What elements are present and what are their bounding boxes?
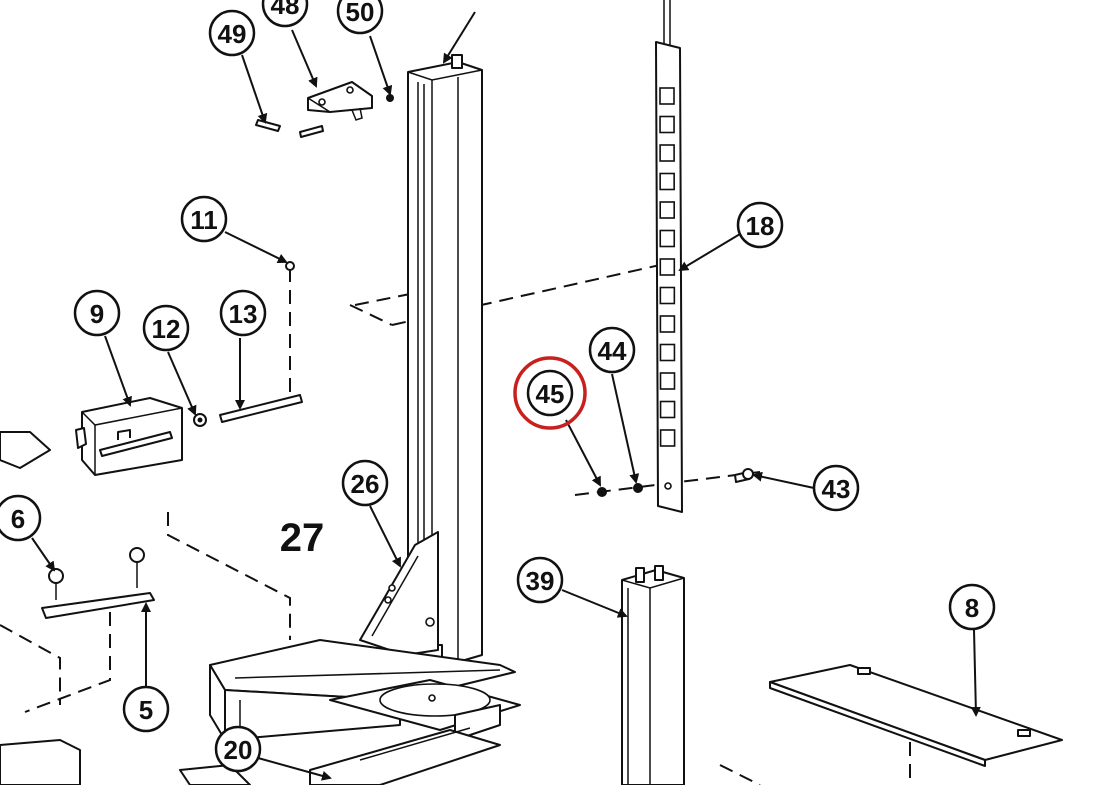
- callout-number: 18: [746, 211, 775, 241]
- strip-slot: [659, 172, 675, 191]
- callout-49: 49: [208, 9, 256, 57]
- callout-circle: [208, 9, 256, 57]
- fasteners: [597, 468, 754, 497]
- callout-circle: [73, 289, 121, 337]
- strip-slot: [659, 400, 676, 419]
- slotted-strip: [655, 0, 683, 513]
- callout-number: 8: [965, 593, 979, 623]
- callout-43: 43: [812, 464, 860, 512]
- callout-circle: [812, 464, 860, 512]
- callout-circle: [214, 725, 262, 773]
- strip-slot: [659, 372, 676, 390]
- strip-slot: [659, 343, 676, 362]
- callout-number: 13: [229, 299, 258, 329]
- callout-50: 50: [336, 0, 384, 35]
- callout-circle: [516, 556, 564, 604]
- callout-circle: [588, 326, 636, 374]
- callout-number: 43: [822, 474, 851, 504]
- callout-39: 39: [516, 556, 564, 604]
- callout-circle: [180, 195, 228, 243]
- callout-8: 8: [948, 583, 996, 631]
- callout-number: 44: [598, 336, 627, 366]
- callout-6: 6: [0, 494, 42, 542]
- base-frame: [0, 639, 521, 785]
- callout-circle: [0, 494, 42, 542]
- callout-circle: [336, 0, 384, 35]
- strip-slot: [659, 286, 676, 305]
- small-hardware: [0, 261, 303, 619]
- callout-12: 12: [142, 304, 190, 352]
- callout-number: 5: [139, 695, 153, 725]
- top-bracket: [255, 81, 394, 138]
- callout-45: 45: [513, 356, 587, 430]
- strip-slot: [659, 229, 676, 248]
- strip-slot: [659, 315, 676, 333]
- clamp-block: [75, 397, 183, 476]
- callout-circle: [219, 289, 267, 337]
- strip-slot: [659, 115, 675, 134]
- callout-11: 11: [180, 195, 228, 243]
- callout-circle: [142, 304, 190, 352]
- callout-48: 48: [261, 0, 309, 28]
- callout-bubbles: 49 48 50 11 9 12 13 18 44 45 43 26 6 5 39 8 20: [0, 0, 996, 773]
- callout-number: 12: [152, 314, 181, 344]
- callout-number: 39: [526, 566, 555, 596]
- callout-20: 20: [214, 725, 262, 773]
- strip-slot: [659, 429, 676, 447]
- callout-circle: [526, 369, 574, 417]
- strip-slot: [659, 87, 675, 105]
- strip-slot: [659, 258, 676, 276]
- callout-number: 50: [346, 0, 375, 27]
- strip-slot: [659, 144, 675, 162]
- gusset-bracket: [359, 531, 439, 656]
- callout-number: 49: [218, 19, 247, 49]
- callout-number: 45: [536, 379, 565, 409]
- callout-13: 13: [219, 289, 267, 337]
- callout-circle: [122, 685, 170, 733]
- callout-circle: [736, 201, 784, 249]
- callout-26: 26: [341, 459, 389, 507]
- callout-number: 11: [190, 205, 218, 235]
- post: [621, 565, 685, 785]
- callout-circle: [948, 583, 996, 631]
- callout-number: 26: [351, 469, 380, 499]
- callout-5: 5: [122, 685, 170, 733]
- callout-circle: [261, 0, 309, 28]
- strip-slot: [659, 201, 676, 219]
- callout-number: 9: [90, 299, 104, 329]
- cover-plate: [769, 664, 1063, 767]
- callout-number: 6: [11, 504, 25, 534]
- callout-number: 20: [224, 735, 253, 765]
- callout-circle: [341, 459, 389, 507]
- leader-lines: [31, 11, 981, 781]
- highlight-ring: [513, 356, 587, 430]
- callout-44: 44: [588, 326, 636, 374]
- assembly-label: 27: [280, 516, 325, 560]
- callout-18: 18: [736, 201, 784, 249]
- callout-number: 48: [271, 0, 300, 20]
- callout-9: 9: [73, 289, 121, 337]
